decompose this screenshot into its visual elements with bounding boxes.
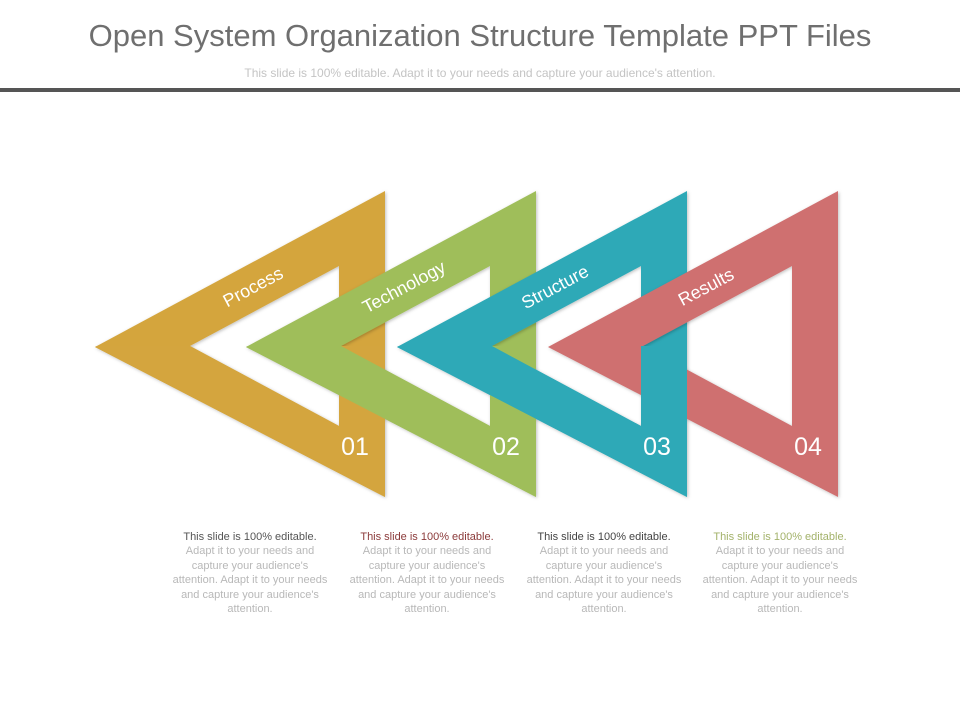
step-number: 01 bbox=[341, 433, 369, 461]
description-body: Adapt it to your needs and capture your … bbox=[702, 545, 858, 616]
step-number: 03 bbox=[643, 433, 671, 461]
step-number: 02 bbox=[492, 433, 520, 461]
header-divider bbox=[0, 88, 960, 92]
description-lead: This slide is 100% editable. bbox=[360, 531, 494, 543]
description-lead: This slide is 100% editable. bbox=[713, 531, 847, 543]
description-lead: This slide is 100% editable. bbox=[183, 531, 317, 543]
description-body: Adapt it to your needs and capture your … bbox=[526, 545, 682, 616]
triangle-frame-overlap bbox=[246, 346, 536, 497]
step-4-group bbox=[548, 191, 838, 497]
step-description: This slide is 100% editable. Adapt it to … bbox=[700, 530, 860, 616]
step-number: 04 bbox=[794, 433, 822, 461]
triangle-frame-overlap bbox=[397, 346, 687, 497]
slide-subtitle: This slide is 100% editable. Adapt it to… bbox=[244, 66, 716, 80]
description-lead: This slide is 100% editable. bbox=[537, 531, 671, 543]
step-description: This slide is 100% editable. Adapt it to … bbox=[347, 530, 507, 616]
description-body: Adapt it to your needs and capture your … bbox=[349, 545, 505, 616]
slide-title: Open System Organization Structure Templ… bbox=[88, 18, 872, 53]
triangle-frame bbox=[548, 191, 838, 497]
step-description: This slide is 100% editable. Adapt it to … bbox=[170, 530, 330, 616]
triangle-frame-overlap bbox=[95, 346, 385, 497]
step-description: This slide is 100% editable. Adapt it to … bbox=[524, 530, 684, 616]
description-body: Adapt it to your needs and capture your … bbox=[172, 545, 328, 616]
